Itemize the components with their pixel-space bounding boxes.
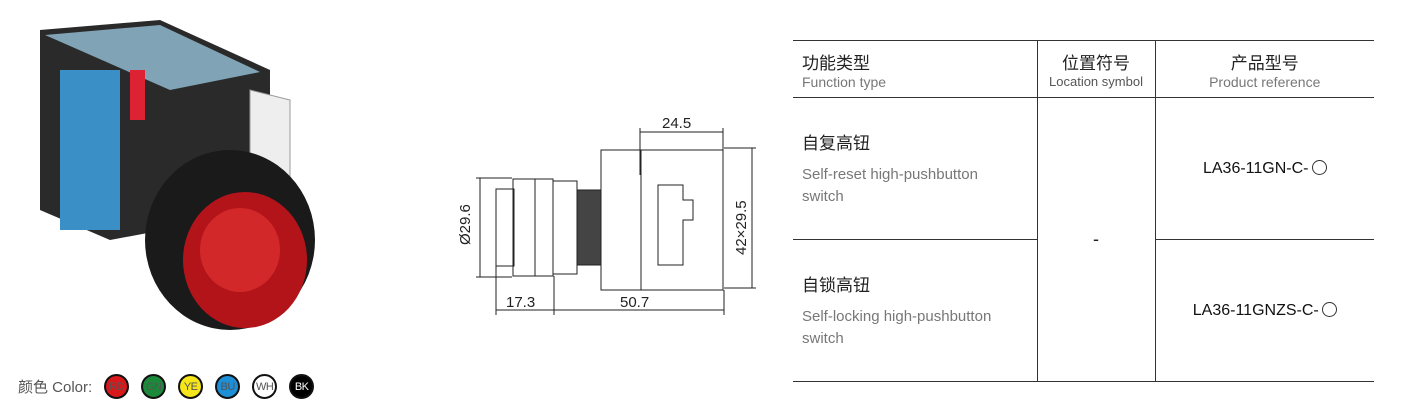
circle-icon <box>1321 301 1337 317</box>
header-function-cn: 功能类型 <box>802 53 870 73</box>
header-reference-en: Product reference <box>1209 73 1321 90</box>
color-blue: BU <box>215 374 241 399</box>
function-en: Self-reset high-pushbutton <box>802 166 978 183</box>
dim-top-width: 24.5 <box>662 115 691 132</box>
table-row: 自锁高钮 Self-locking high-pushbutton switch L… <box>793 239 1374 382</box>
color-yellow: YE <box>178 374 204 399</box>
color-label: 颜色 Color: <box>18 379 93 396</box>
function-en-cont: switch <box>802 188 844 205</box>
location-symbol: - <box>1036 97 1155 382</box>
dim-diameter: Ø29.6 <box>457 204 474 245</box>
dimension-drawing: 24.5 Ø29.6 42×29.5 17.3 50.7 <box>457 115 756 315</box>
function-en-cont: switch <box>802 330 844 347</box>
product-photo <box>40 20 315 330</box>
color-options: 颜色 Color: RD GN YE BU WH BK <box>18 374 326 399</box>
dim-height: 42×29.5 <box>733 200 750 255</box>
header-function-en: Function type <box>802 73 887 90</box>
color-white: WH <box>252 374 278 399</box>
dim-front-length: 17.3 <box>506 294 535 311</box>
dim-total-length: 50.7 <box>620 294 649 311</box>
circle-icon <box>1311 159 1327 175</box>
product-reference: LA36-11GNZS-C- <box>1192 301 1319 319</box>
function-cn: 自锁高钮 <box>802 276 870 295</box>
product-reference: LA36-11GN-C- <box>1202 159 1309 177</box>
function-cn: 自复高钮 <box>802 134 870 153</box>
color-green: GN <box>141 374 167 399</box>
color-red: RD <box>104 374 130 399</box>
header-location-en: Location symbol <box>1049 74 1143 89</box>
color-black: BK <box>289 374 315 399</box>
table-row: 自复高钮 Self-reset high-pushbutton switch - L… <box>793 97 1374 382</box>
function-en: Self-locking high-pushbutton <box>802 308 992 325</box>
header-reference-cn: 产品型号 <box>1230 53 1299 73</box>
header-location-cn: 位置符号 <box>1062 54 1130 73</box>
